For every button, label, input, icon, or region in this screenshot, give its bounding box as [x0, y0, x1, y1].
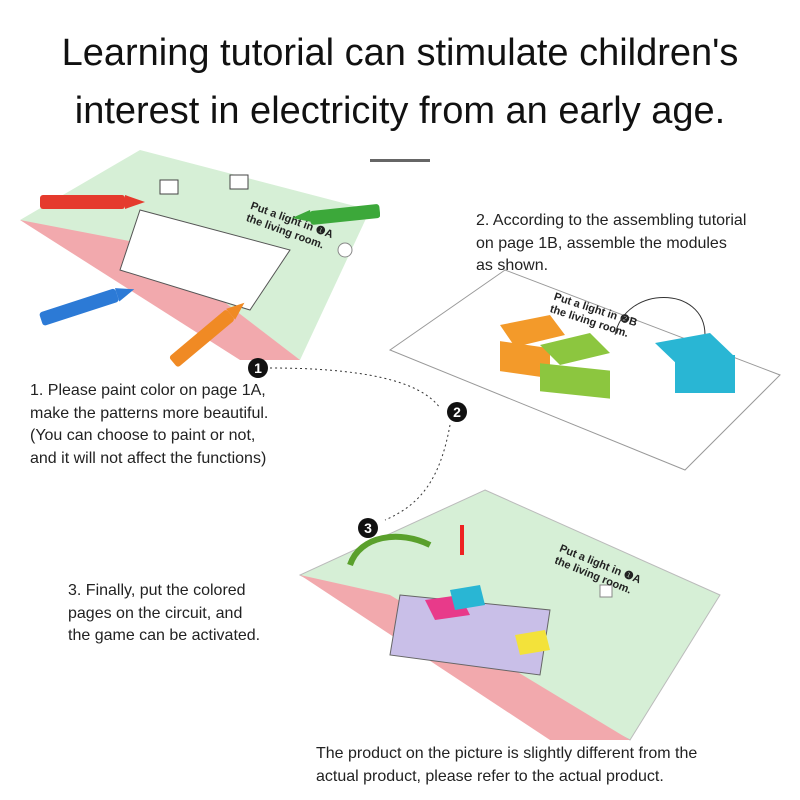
disclaimer-line: The product on the picture is slightly d…: [316, 745, 698, 762]
orange-module: [500, 315, 565, 379]
step-1-line: and it will not affect the functions): [30, 449, 267, 467]
disclaimer-line: actual product, please refer to the actu…: [316, 767, 664, 785]
step-1-caption: 1. Please paint color on page 1A, make t…: [30, 380, 268, 470]
headline: Learning tutorial can stimulate children…: [0, 24, 800, 140]
step-2-line: 2. According to the assembling tutorial: [476, 212, 747, 229]
step-3-line: 3. Finally, put the colored: [68, 582, 246, 599]
step-1-line: make the patterns more beautiful.: [30, 404, 269, 422]
blue-crayon: [39, 288, 135, 326]
step-1-badge: 1: [248, 358, 268, 378]
step-2-badge: 2: [447, 402, 467, 422]
step-1-line: (You can choose to paint or not,: [30, 427, 256, 444]
disclaimer-note: The product on the picture is slightly d…: [316, 743, 697, 788]
step-3-line: the game can be activated.: [68, 627, 261, 644]
cyan-module: [655, 333, 735, 393]
step-3-caption: 3. Finally, put the colored pages on the…: [68, 580, 260, 648]
step-1-line: 1. Please paint color on page 1A,: [30, 382, 266, 399]
orange-crayon: [169, 302, 245, 367]
step-2-line: as shown.: [476, 257, 549, 274]
green-module: [540, 333, 610, 399]
green-crayon: [292, 204, 380, 225]
headline-line-1: Learning tutorial can stimulate children…: [61, 32, 739, 74]
step-3-badge: 3: [358, 518, 378, 538]
red-crayon: [40, 195, 145, 209]
step-2-caption: 2. According to the assembling tutorial …: [476, 210, 746, 278]
step-3-line: pages on the circuit, and: [68, 604, 243, 622]
headline-line-2: interest in electricity from an early ag…: [74, 90, 726, 132]
divider: [370, 159, 430, 162]
step-2-line: on page 1B, assemble the modules: [476, 234, 727, 252]
